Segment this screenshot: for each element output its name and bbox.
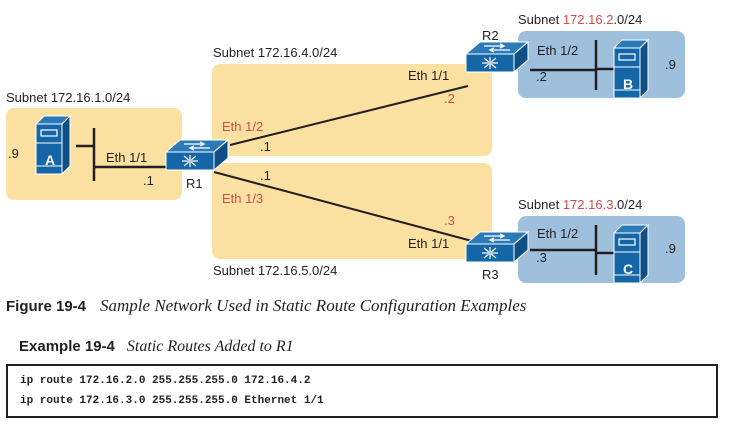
subnet-4-label: Subnet 172.16.4.0/24 [213, 45, 337, 60]
r2-eth11-label: Eth 1/1 [408, 68, 449, 83]
example-heading: Example 19-4 Static Routes Added to R1 [19, 338, 294, 356]
r1-eth12-label: Eth 1/2 [222, 119, 263, 134]
code-block: ip route 172.16.2.0 255.255.255.0 172.16… [6, 364, 718, 418]
r3-eth11-label: Eth 1/1 [408, 236, 449, 251]
figure-caption: Figure 19-4 Sample Network Used in Static… [6, 296, 526, 316]
host-b-ip: .9 [665, 57, 676, 72]
subnet-3-label: Subnet 172.16.3.0/24 [518, 197, 642, 212]
link-r1-r2 [229, 85, 469, 146]
subnet-2-label: Subnet 172.16.2.0/24 [518, 12, 642, 27]
r2-eth12-label: Eth 1/2 [537, 43, 578, 58]
example-title: Static Routes Added to R1 [126, 338, 294, 355]
host-a-ip: .9 [8, 146, 19, 161]
r3-eth12-label: Eth 1/2 [537, 226, 578, 241]
r2-eth11-ip: .2 [444, 91, 455, 106]
subnet-4-area [212, 64, 492, 156]
subnet-5-label: Subnet 172.16.5.0/24 [213, 263, 337, 278]
r2-eth12-ip: .2 [536, 69, 547, 84]
router-r1-icon [165, 139, 229, 171]
link-r1-r3 [213, 171, 473, 242]
example-number: Example 19-4 [19, 338, 115, 355]
r1-eth11-ip: .1 [143, 173, 154, 188]
subnet-2-area [518, 31, 685, 98]
network-diagram: A B C R1 R2 R3 Subnet 172.16.1.0/24 Subn… [6, 12, 685, 284]
r1-eth13-ip: .1 [260, 168, 271, 183]
router-r2-icon [465, 41, 529, 73]
figure-title: Sample Network Used in Static Route Conf… [100, 296, 527, 315]
r1-eth12-ip: .1 [260, 139, 271, 154]
router-r2-label: R2 [482, 28, 499, 43]
r3-eth12-ip: .3 [536, 250, 547, 265]
host-b-label: B [623, 76, 633, 92]
router-r1-label: R1 [186, 176, 203, 191]
r1-eth11-label: Eth 1/1 [106, 150, 147, 165]
r1-eth13-label: Eth 1/3 [222, 191, 263, 206]
subnet-1-label: Subnet 172.16.1.0/24 [6, 90, 130, 105]
r3-eth11-ip: .3 [444, 213, 455, 228]
router-r3-label: R3 [482, 267, 499, 282]
figure-number: Figure 19-4 [6, 298, 87, 315]
subnet-5-area [212, 163, 492, 259]
host-c-ip: .9 [665, 241, 676, 256]
host-a-label: A [45, 152, 55, 168]
router-r3-icon [465, 231, 529, 263]
host-c-label: C [623, 261, 633, 277]
code-line: ip route 172.16.2.0 255.255.255.0 172.16… [20, 375, 311, 387]
code-line: ip route 172.16.3.0 255.255.255.0 Ethern… [20, 395, 324, 407]
